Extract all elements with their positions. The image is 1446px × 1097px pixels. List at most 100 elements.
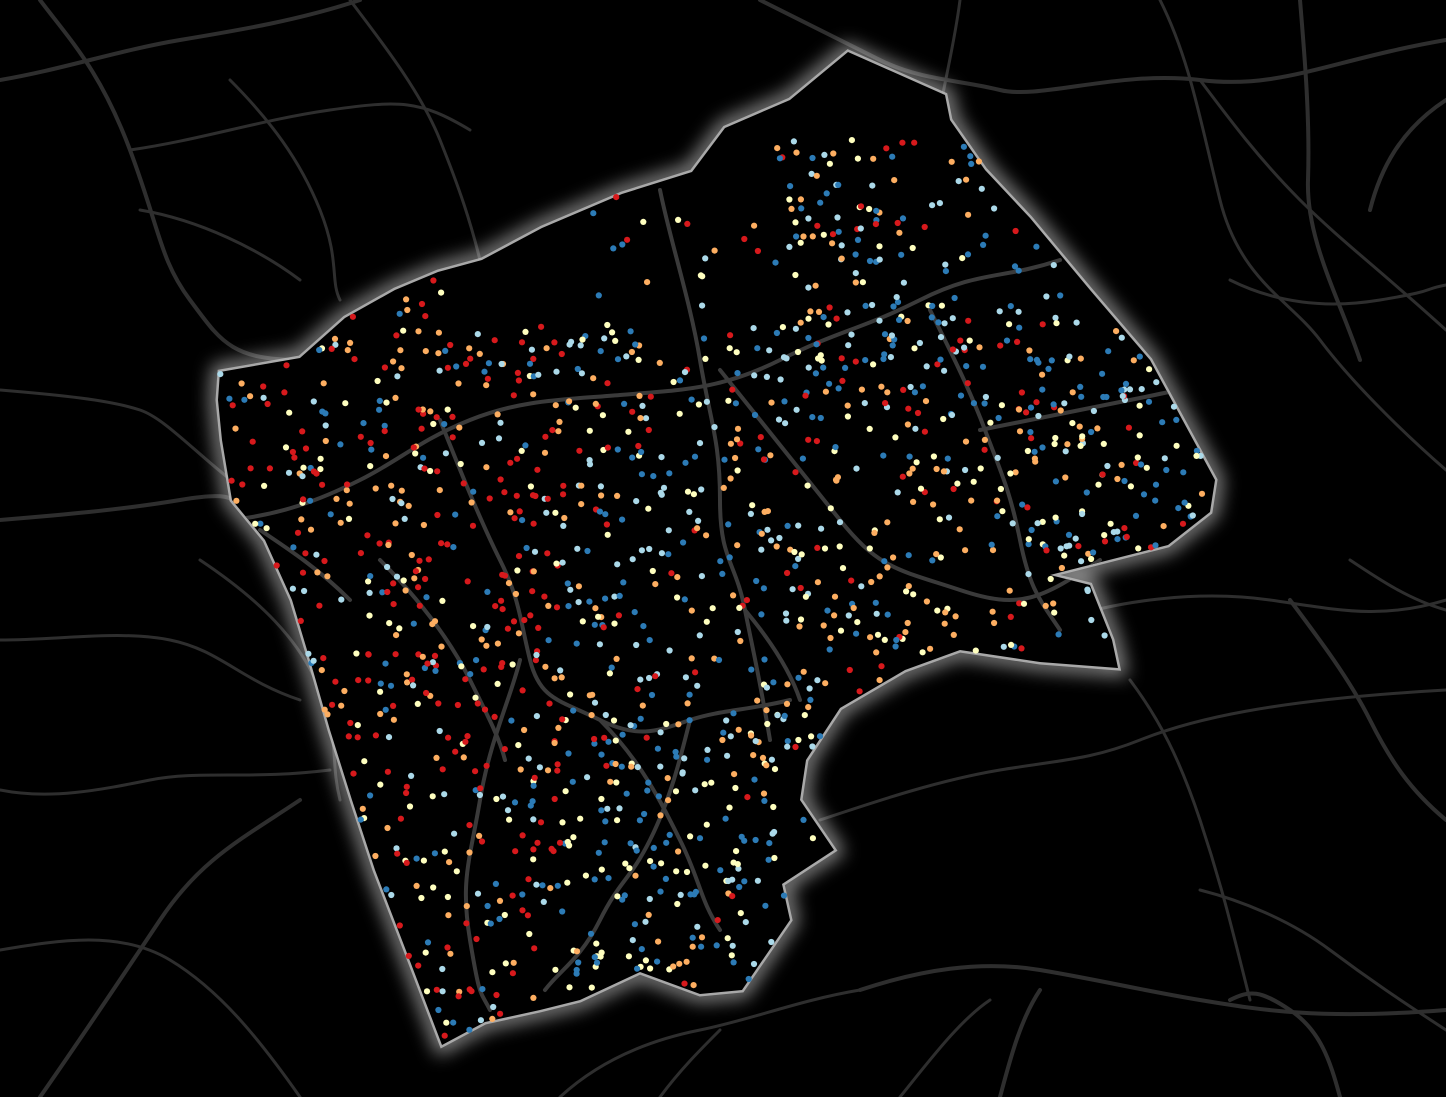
map-point-class-2[interactable]	[923, 598, 931, 605]
map-point-class-5[interactable]	[379, 589, 386, 596]
map-point-class-5[interactable]	[381, 422, 388, 429]
map-point-class-3[interactable]	[987, 419, 994, 426]
map-point-class-3[interactable]	[663, 720, 670, 728]
map-point-class-4[interactable]	[439, 965, 446, 973]
map-point-class-5[interactable]	[601, 839, 608, 846]
map-point-class-5[interactable]	[453, 363, 460, 370]
map-point-class-4[interactable]	[814, 677, 821, 684]
map-point-class-1[interactable]	[921, 223, 928, 231]
map-point-class-4[interactable]	[616, 805, 623, 812]
map-point-class-1[interactable]	[518, 339, 526, 346]
map-point-class-4[interactable]	[692, 787, 699, 794]
map-point-class-4[interactable]	[694, 923, 701, 930]
map-point-class-3[interactable]	[566, 842, 573, 849]
map-point-class-4[interactable]	[742, 919, 749, 926]
map-point-class-2[interactable]	[748, 732, 755, 739]
map-point-class-5[interactable]	[776, 155, 784, 162]
map-point-class-3[interactable]	[930, 453, 938, 460]
map-point-class-2[interactable]	[628, 763, 635, 770]
map-point-class-2[interactable]	[956, 526, 963, 533]
map-point-class-5[interactable]	[1028, 526, 1035, 534]
map-point-class-3[interactable]	[1006, 321, 1013, 328]
map-point-class-5[interactable]	[826, 380, 833, 387]
map-point-class-5[interactable]	[758, 611, 765, 618]
map-point-class-1[interactable]	[613, 194, 620, 201]
map-point-class-1[interactable]	[281, 389, 288, 396]
map-point-class-1[interactable]	[433, 414, 440, 421]
map-point-class-3[interactable]	[427, 467, 434, 475]
map-point-class-2[interactable]	[927, 645, 934, 652]
map-point-class-2[interactable]	[904, 317, 911, 325]
map-point-class-2[interactable]	[318, 667, 325, 674]
map-point-class-1[interactable]	[449, 413, 456, 420]
map-point-class-2[interactable]	[820, 622, 827, 629]
map-point-class-1[interactable]	[365, 677, 372, 684]
map-point-class-4[interactable]	[642, 415, 650, 422]
map-point-class-2[interactable]	[684, 700, 691, 707]
map-point-class-5[interactable]	[602, 511, 609, 518]
map-point-class-1[interactable]	[549, 427, 556, 434]
map-point-class-4[interactable]	[834, 214, 841, 221]
map-point-class-3[interactable]	[579, 336, 586, 343]
map-point-class-4[interactable]	[853, 465, 860, 472]
map-point-class-3[interactable]	[1136, 432, 1143, 439]
map-point-class-2[interactable]	[398, 365, 405, 372]
map-point-class-1[interactable]	[486, 495, 493, 502]
map-point-class-2[interactable]	[1057, 407, 1064, 414]
map-point-class-3[interactable]	[645, 505, 652, 512]
map-point-class-3[interactable]	[1008, 641, 1015, 649]
map-point-class-2[interactable]	[613, 655, 620, 663]
map-point-class-1[interactable]	[351, 356, 358, 363]
map-point-class-1[interactable]	[460, 480, 467, 487]
map-point-class-1[interactable]	[396, 922, 403, 929]
map-point-class-3[interactable]	[582, 872, 590, 879]
map-point-class-4[interactable]	[888, 332, 896, 339]
map-point-class-2[interactable]	[732, 454, 739, 462]
map-point-class-3[interactable]	[770, 803, 777, 811]
map-point-class-1[interactable]	[478, 838, 486, 845]
map-point-class-1[interactable]	[415, 406, 422, 413]
map-point-class-3[interactable]	[564, 879, 571, 886]
map-point-class-4[interactable]	[750, 325, 757, 332]
map-point-class-4[interactable]	[907, 383, 914, 391]
map-point-class-4[interactable]	[758, 546, 765, 553]
map-point-class-2[interactable]	[1069, 389, 1076, 396]
map-point-class-4[interactable]	[393, 573, 401, 580]
map-point-class-1[interactable]	[418, 425, 425, 432]
map-point-class-5[interactable]	[565, 750, 572, 757]
map-point-class-5[interactable]	[772, 259, 779, 266]
map-point-class-4[interactable]	[1066, 353, 1073, 360]
map-point-class-4[interactable]	[887, 354, 895, 361]
map-point-class-5[interactable]	[1039, 444, 1046, 451]
map-point-class-4[interactable]	[629, 556, 636, 563]
map-point-class-1[interactable]	[514, 455, 521, 462]
map-point-class-5[interactable]	[605, 738, 612, 745]
map-point-class-3[interactable]	[252, 520, 259, 527]
map-point-class-1[interactable]	[409, 676, 416, 683]
map-point-class-3[interactable]	[625, 953, 633, 960]
map-point-class-1[interactable]	[934, 361, 941, 368]
map-point-class-5[interactable]	[1052, 478, 1059, 485]
map-point-class-2[interactable]	[942, 609, 949, 616]
map-point-class-1[interactable]	[449, 434, 456, 441]
map-point-class-2[interactable]	[1114, 475, 1121, 483]
map-point-class-5[interactable]	[872, 599, 879, 606]
map-point-class-5[interactable]	[636, 817, 644, 824]
map-point-class-2[interactable]	[541, 449, 549, 456]
map-point-class-4[interactable]	[784, 743, 791, 750]
map-point-class-5[interactable]	[1163, 466, 1170, 474]
map-point-class-5[interactable]	[730, 710, 737, 717]
map-point-class-5[interactable]	[898, 251, 905, 258]
map-point-class-1[interactable]	[541, 593, 548, 600]
map-point-class-1[interactable]	[519, 907, 526, 914]
map-point-class-5[interactable]	[1019, 501, 1026, 508]
map-point-class-5[interactable]	[638, 471, 646, 478]
map-point-class-5[interactable]	[1137, 461, 1145, 468]
map-point-class-2[interactable]	[827, 634, 834, 642]
map-point-class-5[interactable]	[704, 756, 711, 763]
map-point-class-4[interactable]	[633, 641, 640, 649]
map-point-class-3[interactable]	[699, 273, 706, 280]
map-point-class-2[interactable]	[759, 754, 767, 762]
map-point-class-5[interactable]	[413, 855, 420, 862]
map-point-class-3[interactable]	[506, 816, 513, 823]
